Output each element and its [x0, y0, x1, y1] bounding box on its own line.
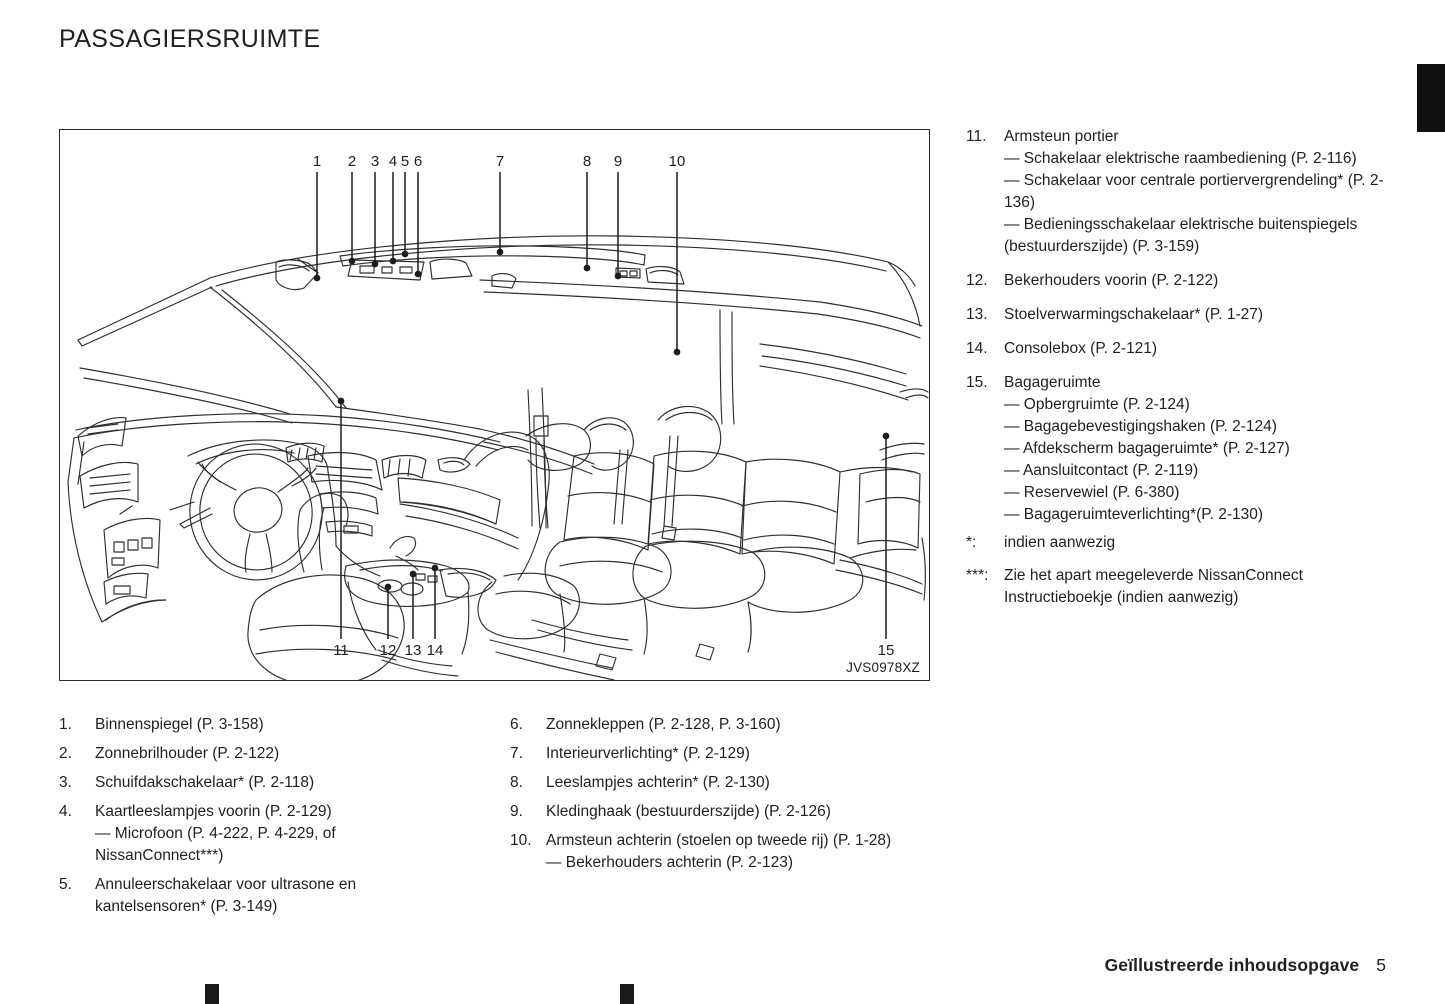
list-item-number: 4.	[59, 803, 72, 820]
list-item-number: 11.	[966, 128, 987, 145]
footer-section-title: Geïllustreerde inhoudsopgave	[1104, 955, 1360, 975]
list-item-number: 13.	[966, 306, 988, 323]
callout-label-4: 4	[389, 153, 397, 170]
list-item-label: Interieurverlichting* (P. 2-129)	[546, 745, 750, 762]
list-item-subline: — Bekerhouders achterin (P. 2-123)	[546, 854, 793, 871]
list-item: 1. Binnenspiegel (P. 3-158)	[59, 714, 459, 736]
page-title: PASSAGIERSRUIMTE	[59, 25, 321, 53]
list-item: 10. Armsteun achterin (stoelen op tweede…	[510, 830, 930, 874]
list-item-label: Kaartleeslampjes voorin (P. 2-129)	[95, 803, 332, 820]
list-item-label: Consolebox (P. 2-121)	[1004, 340, 1158, 357]
list-item-label: Annuleerschakelaar voor ultrasone en kan…	[95, 876, 357, 915]
interior-illustration-frame: 1 2 3 4 5 6 7 8 9 10 11 12 13 14 15 JVS0…	[59, 129, 930, 681]
list-item-subline: — Schakelaar elektrische raambediening (…	[1004, 150, 1357, 167]
list-item-label: Stoelverwarmingschakelaar* (P. 1-27)	[1004, 306, 1264, 323]
callout-label-10: 10	[669, 153, 686, 170]
footnote-row: *: indien aanwezig	[966, 532, 1386, 554]
crop-mark-right	[620, 984, 634, 1004]
list-item-subline: — Afdekscherm bagageruimte* (P. 2-127)	[1004, 440, 1290, 457]
footnote-text: Zie het apart meegeleverde NissanConnect…	[1004, 567, 1303, 606]
list-item: 3. Schuifdakschakelaar* (P. 2-118)	[59, 772, 459, 794]
list-item-label: Armsteun achterin (stoelen op tweede rij…	[546, 832, 892, 849]
list-item: 13. Stoelverwarmingschakelaar* (P. 1-27)	[966, 304, 1386, 326]
list-item-subline: — Schakelaar voor centrale portiervergre…	[1004, 172, 1384, 211]
list-item-subline: — Bagageruimteverlichting*(P. 2-130)	[1004, 506, 1264, 523]
list-item: 11. Armsteun portier — Schakelaar elektr…	[966, 126, 1386, 258]
list-item: 15. Bagageruimte — Opbergruimte (P. 2-12…	[966, 372, 1386, 526]
list-item-number: 7.	[510, 745, 523, 762]
footnote-row: ***: Zie het apart meegeleverde NissanCo…	[966, 565, 1386, 609]
callout-label-15: 15	[878, 642, 895, 659]
callout-label-13: 13	[405, 642, 422, 659]
footnote-mark: ***:	[966, 567, 989, 584]
list-item-number: 5.	[59, 876, 72, 893]
list-item-subline: — Opbergruimte (P. 2-124)	[1004, 396, 1190, 413]
callout-label-2: 2	[348, 153, 356, 170]
list-item: 4. Kaartleeslampjes voorin (P. 2-129) — …	[59, 801, 459, 867]
list-item-label: Leeslampjes achterin* (P. 2-130)	[546, 774, 770, 791]
callout-label-8: 8	[583, 153, 591, 170]
footnote-mark: *:	[966, 534, 977, 551]
list-item-label: Zonnekleppen (P. 2-128, P. 3-160)	[546, 716, 781, 733]
list-item: 6. Zonnekleppen (P. 2-128, P. 3-160)	[510, 714, 930, 736]
callout-label-11: 11	[333, 642, 349, 659]
callout-label-14: 14	[427, 642, 444, 659]
list-item-label: Kledinghaak (bestuurderszijde) (P. 2-126…	[546, 803, 831, 820]
list-item-number: 15.	[966, 374, 988, 391]
list-item-subline: — Reservewiel (P. 6-380)	[1004, 484, 1180, 501]
crop-mark-left	[205, 984, 219, 1004]
list-item-body: Armsteun achterin (stoelen op tweede rij…	[546, 830, 930, 874]
list-item-subline: — Microfoon (P. 4-222, P. 4-229, of Niss…	[95, 825, 336, 864]
callout-label-7: 7	[496, 153, 504, 170]
footnote-text: indien aanwezig	[1004, 534, 1116, 551]
callout-label-9: 9	[614, 153, 622, 170]
footer-page-number: 5	[1376, 955, 1386, 975]
list-item-number: 6.	[510, 716, 523, 733]
page-footer: Geïllustreerde inhoudsopgave 5	[1105, 955, 1386, 976]
chapter-edge-tab	[1417, 64, 1445, 132]
legend-list-right: 11. Armsteun portier — Schakelaar elektr…	[966, 126, 1386, 538]
list-item-subline: — Bagagebevestigingshaken (P. 2-124)	[1004, 418, 1277, 435]
list-item-number: 10.	[510, 832, 532, 849]
callout-label-6: 6	[414, 153, 422, 170]
callout-label-12: 12	[380, 642, 397, 659]
list-item-label: Bekerhouders voorin (P. 2-122)	[1004, 272, 1219, 289]
list-item-number: 2.	[59, 745, 72, 762]
list-item-label: Zonnebrilhouder (P. 2-122)	[95, 745, 280, 762]
list-item: 7. Interieurverlichting* (P. 2-129)	[510, 743, 930, 765]
list-item-number: 8.	[510, 774, 523, 791]
callout-label-3: 3	[371, 153, 379, 170]
list-item-label: Bagageruimte	[1004, 374, 1101, 391]
legend-list-bottom-right: 6. Zonnekleppen (P. 2-128, P. 3-160) 7. …	[510, 714, 930, 881]
list-item-label: Binnenspiegel (P. 3-158)	[95, 716, 264, 733]
list-item-body: Armsteun portier — Schakelaar elektrisch…	[1004, 126, 1386, 258]
list-item-subline: — Bedieningsschakelaar elektrische buite…	[1004, 216, 1358, 255]
figure-code: JVS0978XZ	[846, 660, 920, 675]
list-item-label: Armsteun portier	[1004, 128, 1119, 145]
list-item-label: Schuifdakschakelaar* (P. 2-118)	[95, 774, 315, 791]
list-item-body: Bagageruimte — Opbergruimte (P. 2-124) —…	[1004, 372, 1386, 526]
list-item-number: 3.	[59, 774, 72, 791]
list-item: 14. Consolebox (P. 2-121)	[966, 338, 1386, 360]
legend-list-bottom-left: 1. Binnenspiegel (P. 3-158) 2. Zonnebril…	[59, 714, 459, 925]
passenger-compartment-diagram: 1 2 3 4 5 6 7 8 9 10 11 12 13 14 15	[67, 153, 929, 680]
list-item-number: 14.	[966, 340, 988, 357]
list-item: 5. Annuleerschakelaar voor ultrasone en …	[59, 874, 459, 918]
list-item: 2. Zonnebrilhouder (P. 2-122)	[59, 743, 459, 765]
list-item-number: 9.	[510, 803, 523, 820]
list-item: 12. Bekerhouders voorin (P. 2-122)	[966, 270, 1386, 292]
footnotes-block: *: indien aanwezig ***: Zie het apart me…	[966, 532, 1386, 620]
callout-label-1: 1	[313, 153, 321, 170]
list-item-number: 12.	[966, 272, 988, 289]
list-item-body: Kaartleeslampjes voorin (P. 2-129) — Mic…	[95, 801, 459, 867]
callout-label-5: 5	[401, 153, 409, 170]
list-item-subline: — Aansluitcontact (P. 2-119)	[1004, 462, 1199, 479]
list-item: 9. Kledinghaak (bestuurderszijde) (P. 2-…	[510, 801, 930, 823]
list-item-number: 1.	[59, 716, 72, 733]
list-item: 8. Leeslampjes achterin* (P. 2-130)	[510, 772, 930, 794]
